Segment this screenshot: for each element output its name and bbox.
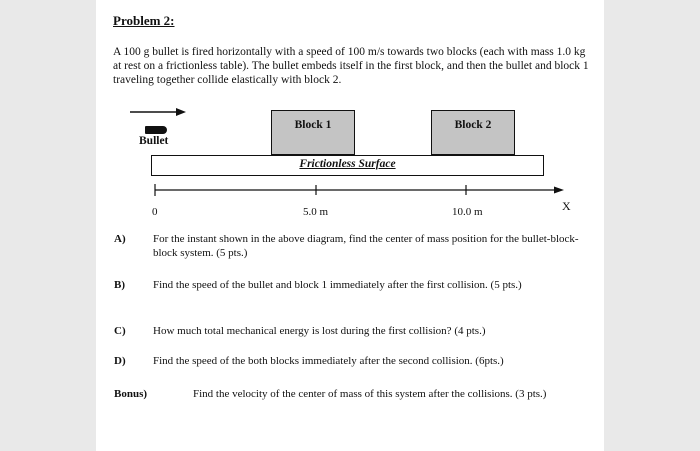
- x-axis: [154, 184, 564, 196]
- block-2: Block 2: [431, 110, 515, 155]
- bonus-letter: Bonus): [114, 388, 148, 400]
- problem-title: Problem 2:: [113, 13, 175, 28]
- block-1-label: Block 1: [294, 119, 332, 131]
- question-c-letter: C): [114, 325, 126, 337]
- question-b-text: Find the speed of the bullet and block 1…: [153, 279, 522, 291]
- tick-label-10m: 10.0 m: [452, 206, 483, 218]
- question-c-text: How much total mechanical energy is lost…: [153, 325, 486, 337]
- bullet-icon: [145, 126, 167, 134]
- question-d-text: Find the speed of the both blocks immedi…: [153, 355, 504, 367]
- block-1: Block 1: [271, 110, 355, 155]
- question-a-text: For the instant shown in the above diagr…: [153, 233, 579, 259]
- velocity-arrow: [130, 108, 186, 116]
- tick-label-5m: 5.0 m: [303, 206, 329, 218]
- problem-statement: A 100 g bullet is fired horizontally wit…: [113, 46, 589, 86]
- question-d-letter: D): [114, 355, 126, 367]
- surface-label: Frictionless Surface: [299, 158, 396, 170]
- bonus-text: Find the velocity of the center of mass …: [193, 388, 547, 400]
- worksheet-page: [96, 0, 604, 451]
- tick-label-0: 0: [152, 206, 158, 218]
- question-a-letter: A): [114, 233, 126, 245]
- bullet-label: Bullet: [139, 135, 169, 147]
- frictionless-surface: Frictionless Surface: [151, 155, 544, 176]
- question-b-letter: B): [114, 279, 125, 291]
- block-2-label: Block 2: [454, 119, 492, 131]
- axis-name-x: X: [562, 199, 571, 213]
